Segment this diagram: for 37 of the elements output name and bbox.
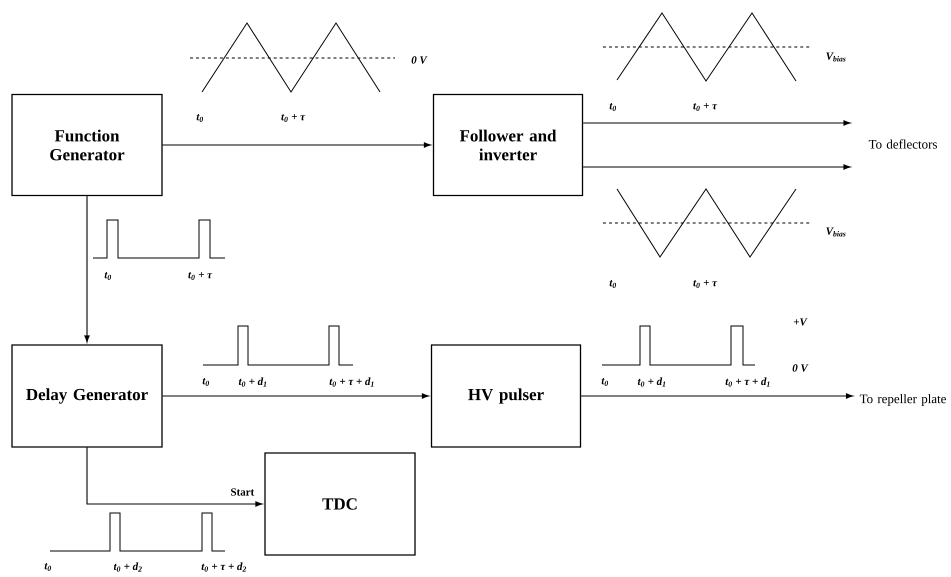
waveform-label: t$_{0}$ — [610, 103, 616, 111]
waveform-label: t$_{0}$ — [610, 280, 616, 288]
waveform-label: V$_{bias}$ — [826, 52, 846, 62]
waveform-label: t$_{0}$ — [202, 378, 210, 386]
arrow — [583, 120, 850, 126]
edge-label: Start — [231, 488, 254, 496]
process-box: Function Generator — [11, 94, 163, 196]
waveform-label: t$_{0}$ + τ + d$_{2}$ — [202, 562, 246, 572]
waveform-label: t$_{0}$ + τ — [281, 114, 306, 122]
waveform-label: t$_{0}$ — [602, 378, 608, 386]
waveform-label: t$_{0}$ + τ — [693, 103, 718, 111]
waveform-label: t$_{0}$ — [44, 563, 52, 571]
arrow — [583, 164, 850, 170]
process-box: TDC — [264, 452, 416, 556]
arrow — [86, 448, 262, 507]
waveform-label: 0 V — [792, 364, 808, 372]
waveform-label: V$_{bias}$ — [826, 228, 846, 236]
process-box: Delay Generator — [11, 344, 163, 448]
arrow — [162, 393, 429, 399]
waveform-label: t$_{0}$ — [104, 272, 112, 280]
process-box: HV pulser — [430, 344, 582, 448]
arrow — [84, 196, 90, 342]
waveform-label: +V — [794, 318, 808, 326]
arrow — [581, 393, 853, 399]
waveform-label: t$_{0}$ + τ — [188, 272, 212, 280]
destination-label: To deflectors — [868, 139, 937, 149]
waveform-label: 0 V — [412, 56, 428, 64]
destination-label: To repeller plate — [860, 394, 946, 406]
waveform-label: t$_{0}$ + τ — [693, 280, 718, 288]
arrow — [162, 142, 431, 148]
waveform-label: t$_{0}$ + d$_{2}$ — [114, 562, 142, 572]
waveform-label: t$_{0}$ + d$_{1}$ — [638, 377, 666, 387]
waveform-label: t$_{0}$ — [196, 114, 204, 122]
process-box: Follower and inverter — [432, 94, 584, 196]
waveform-label: t$_{0}$ + τ + d$_{1}$ — [726, 377, 770, 387]
waveform-label: t$_{0}$ + τ + d$_{1}$ — [330, 377, 374, 387]
waveform-label: t$_{0}$ + d$_{1}$ — [238, 377, 266, 387]
